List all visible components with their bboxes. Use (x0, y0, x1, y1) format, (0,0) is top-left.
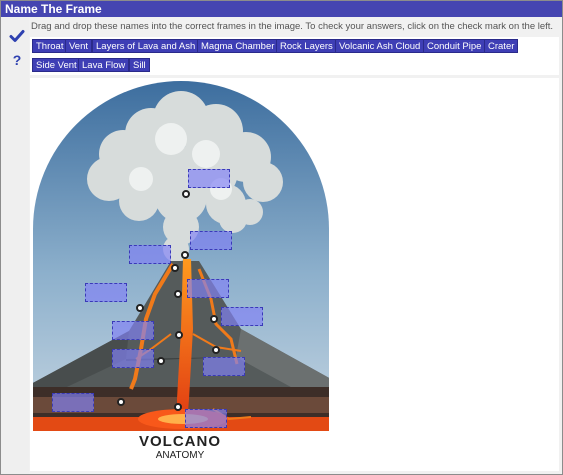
hotspot-dot[interactable] (212, 346, 220, 354)
drop-zone[interactable] (185, 409, 227, 428)
drop-zone[interactable] (112, 321, 154, 340)
label-chip-side-vent[interactable]: Side Vent (32, 58, 81, 72)
hotspot-dot[interactable] (171, 264, 179, 272)
sidebar: ? (1, 18, 29, 474)
drop-zone[interactable] (203, 357, 245, 376)
label-chip-layers-of-lava-and-ash[interactable]: Layers of Lava and Ash (92, 39, 200, 53)
hotspot-dot[interactable] (174, 403, 182, 411)
hotspot-dot[interactable] (136, 304, 144, 312)
hotspot-dot[interactable] (174, 290, 182, 298)
label-chip-rock-layers[interactable]: Rock Layers (276, 39, 337, 53)
check-answers-button[interactable] (9, 28, 25, 44)
hotspot-dot[interactable] (117, 398, 125, 406)
drop-zone[interactable] (52, 393, 94, 412)
image-subtitle: ANATOMY (155, 450, 205, 461)
volcano-illustration (33, 81, 329, 431)
label-chip-vent[interactable]: Vent (65, 39, 93, 53)
drop-zone[interactable] (129, 245, 171, 264)
label-chip-volcanic-ash-cloud[interactable]: Volcanic Ash Cloud (335, 39, 425, 53)
image-canvas: VOLCANO ANATOMY (30, 78, 559, 471)
drop-zone[interactable] (112, 349, 154, 368)
label-chip-throat[interactable]: Throat (32, 39, 68, 53)
hotspot-dot[interactable] (181, 251, 189, 259)
check-icon (9, 30, 25, 42)
instructions-text: Drag and drop these names into the corre… (31, 21, 554, 32)
drop-zone[interactable] (190, 231, 232, 250)
label-chip-lava-flow[interactable]: Lava Flow (78, 58, 130, 72)
drop-zone[interactable] (85, 283, 127, 302)
label-chip-sill[interactable]: Sill (129, 58, 150, 72)
label-bank: Throat Vent Layers of Lava and Ash Magma… (30, 37, 559, 75)
label-chip-magma-chamber[interactable]: Magma Chamber (197, 39, 279, 53)
hotspot-dot[interactable] (175, 331, 183, 339)
drop-zone[interactable] (187, 279, 229, 298)
help-button[interactable]: ? (12, 52, 22, 68)
drop-zone[interactable] (221, 307, 263, 326)
hotspot-dot[interactable] (182, 190, 190, 198)
label-chip-conduit-pipe[interactable]: Conduit Pipe (423, 39, 486, 53)
label-chip-crater[interactable]: Crater (484, 39, 519, 53)
hotspot-dot[interactable] (157, 357, 165, 365)
window-title: Name The Frame (1, 1, 562, 17)
hotspot-dot[interactable] (210, 315, 218, 323)
image-title: VOLCANO (139, 433, 221, 450)
drop-zone[interactable] (188, 169, 230, 188)
